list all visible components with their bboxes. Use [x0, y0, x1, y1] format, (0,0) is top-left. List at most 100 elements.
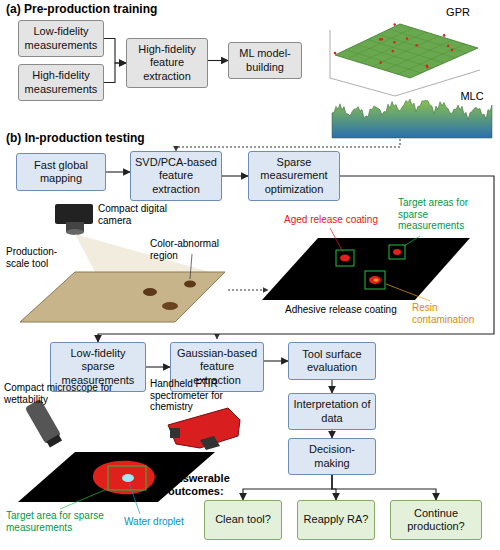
gpr-plot: [330, 23, 480, 96]
grid-line: [389, 29, 467, 53]
annotation-label: Water droplet: [124, 516, 184, 527]
process-box: Tool surface evaluation: [288, 342, 376, 380]
resin-spot: [369, 276, 381, 284]
process-box: Sparse measurement optimization: [248, 151, 340, 201]
training-step-box: ML model-building: [228, 42, 302, 79]
dashed-link: [217, 334, 218, 339]
grid-line: [368, 40, 445, 64]
data-point: [426, 66, 429, 69]
ftir-window: [170, 428, 180, 438]
water-droplet: [122, 474, 134, 482]
annotation-label: Color-abnormal region: [150, 238, 219, 261]
leader-line: [330, 228, 343, 252]
leader-line: [60, 489, 107, 509]
microscope-icon: [25, 399, 64, 449]
dotted-link: [176, 139, 400, 151]
data-point: [443, 34, 446, 37]
grid-line: [398, 44, 466, 74]
box-label: High-fidelity feature extraction: [131, 43, 203, 83]
label-holder: Aged release coating: [284, 214, 394, 226]
flow-arrow: [104, 63, 126, 83]
training-step-box: High-fidelity measurements: [18, 64, 104, 101]
microscope-tip: [46, 434, 62, 447]
ftir-handle: [200, 436, 220, 450]
flow-arrow: [264, 360, 288, 361]
data-point: [447, 45, 450, 48]
flow-arrow: [222, 175, 248, 176]
data-point: [406, 37, 409, 40]
label-holder: Water droplet: [124, 516, 198, 528]
annotation-label: Target area for sparse measurements: [6, 510, 104, 533]
box-label: Low-fidelity sparse measurements: [55, 347, 141, 387]
grid-line: [385, 40, 452, 70]
annotation-label: GPR: [446, 6, 470, 18]
annotation-label: MLC: [460, 90, 483, 102]
leader-line: [404, 236, 420, 246]
flow-arrow: [106, 171, 130, 172]
label-holder: Production-scale tool: [6, 246, 72, 269]
label-holder: Target area for sparse measurements: [6, 510, 118, 533]
leader-line: [129, 483, 140, 514]
box-label: Decision-making: [293, 443, 371, 469]
section-heading: (b) In-production testing: [6, 131, 145, 145]
box-label: Continue production?: [395, 507, 477, 533]
box-label: Clean tool?: [215, 513, 271, 526]
camera-body: [55, 204, 93, 224]
outcome-box: Reapply RA?: [297, 500, 375, 540]
flow-arrow: [331, 380, 332, 393]
box-label: High-fidelity measurements: [23, 69, 99, 95]
label-holder: (b) In-production testing: [6, 132, 206, 146]
resin-spot-core: [374, 278, 379, 281]
process-box: Fast global mapping: [16, 153, 106, 191]
data-point: [393, 23, 396, 26]
section-heading: (a) Pre-production training: [6, 2, 157, 16]
annotation-label: Adhesive release coating: [285, 304, 397, 315]
outcome-box: Continue production?: [390, 500, 482, 540]
annotation-label: Production-scale tool: [6, 246, 57, 269]
aged-coating-spot: [340, 255, 350, 262]
box-label: Interpretation of data: [293, 398, 371, 424]
box-label: Sparse measurement optimization: [253, 156, 335, 196]
gpr-surface: [335, 24, 478, 78]
label-holder: Adhesive release coating: [285, 304, 407, 316]
outcome-box: Clean tool?: [204, 500, 282, 540]
data-point: [334, 52, 337, 55]
target-square: [108, 466, 146, 490]
label-holder: GPR: [438, 6, 478, 19]
data-point: [381, 38, 384, 41]
data-point: [451, 49, 454, 52]
flow-arrow: [208, 60, 228, 61]
label-holder: Target areas for sparse measurements: [398, 197, 488, 232]
mlc-plot: [332, 99, 492, 138]
data-point: [393, 41, 396, 44]
flow-arrow: [104, 39, 126, 64]
process-box: Interpretation of data: [288, 393, 376, 430]
process-box: SVD/PCA-based feature extraction: [130, 151, 222, 201]
camera-icon: [55, 204, 93, 235]
box-label: ML model-building: [233, 47, 297, 73]
flow-arrow: [243, 475, 332, 500]
processed-tool-image: [262, 238, 470, 300]
annotation-label: Resin contamination: [412, 302, 474, 325]
box-label: Low-fidelity measurements: [23, 25, 99, 51]
box-label: Fast global mapping: [21, 159, 101, 185]
training-step-box: Low-fidelity measurements: [18, 20, 104, 57]
annotation-label: Answerable outcomes:: [168, 472, 230, 497]
gpr-data-points: [334, 23, 454, 68]
camera-lens-front: [66, 229, 84, 235]
annotation-label: Compact microscope for wettability: [4, 382, 112, 405]
label-holder: (a) Pre-production training: [6, 3, 226, 17]
ftir-icon: [168, 408, 240, 450]
process-box: Decision-making: [288, 438, 376, 475]
leader-line: [190, 254, 192, 279]
dotted-link: [228, 290, 268, 291]
flow-arrow: [146, 366, 170, 367]
data-point: [380, 61, 383, 64]
annotation-label: Target areas for sparse measurements: [398, 197, 468, 231]
data-point: [392, 50, 395, 53]
data-point: [416, 44, 419, 47]
label-holder: Answerable outcomes:: [168, 472, 288, 497]
flow-arrow: [331, 430, 332, 438]
label-holder: Compact microscope for wettability: [4, 382, 116, 405]
